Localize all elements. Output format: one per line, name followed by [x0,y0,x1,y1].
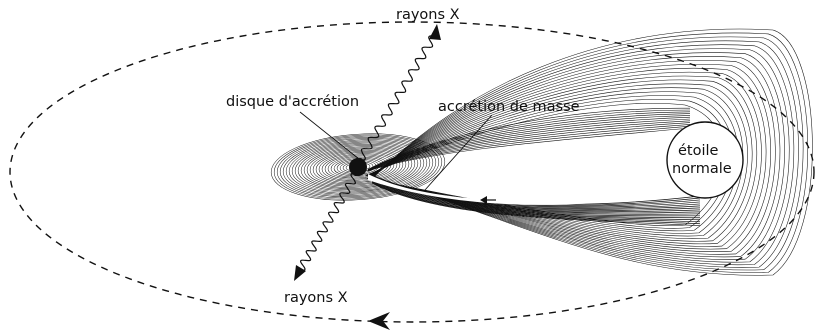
stream-line [367,107,691,170]
disk-leader-line [299,111,361,161]
label-star-line2: normale [672,161,732,177]
disk-ring [288,140,428,194]
stream-line [367,125,691,172]
disk-ring [279,137,437,197]
accretion-stream [367,107,701,227]
xray-arrow-top-icon [429,24,441,40]
lobe-contour-line [370,64,771,253]
stream-line [371,182,701,225]
label-accretion-disk: disque d'accrétion [226,94,359,110]
lobe-contour-line [369,71,762,247]
disk-ring [303,146,413,188]
lobe-contour-line [371,56,781,258]
disk-ring [306,147,410,187]
lobe-contour-line [373,40,799,268]
disk-ring [270,133,446,201]
stream-line [371,182,701,227]
lobe-contour-line [374,28,813,276]
orbit-ellipse [9,21,815,323]
lobe-contour-line [368,79,753,242]
disk-ring [273,134,443,200]
disk-ring [294,142,422,192]
disk-ring [297,144,419,190]
compact-object [349,158,367,176]
lobe-contour-line [372,48,790,263]
stream-line [367,120,691,171]
stream-line [367,127,691,172]
disk-ring [315,151,401,183]
label-star-line1: étoile [678,143,719,159]
stream-line [371,180,701,217]
xray-arrow-bottom-icon [294,265,306,281]
disk-ring [321,153,395,181]
orbit-arrow [368,312,390,330]
disk-ring [309,148,407,186]
stream-line [371,179,701,214]
disk-ring [300,145,416,189]
disk-ring [282,138,434,196]
lobe-contour-line [367,83,748,239]
stream-line [367,109,691,170]
stream-line [367,118,691,171]
mass-leader-line [424,114,493,191]
stream-line [367,113,691,171]
stream-line [367,116,691,171]
lobe-contour-line [372,44,795,266]
stream-line [367,115,691,171]
stream-line [367,124,691,171]
lobe-contour-line [368,75,758,245]
disk-ring [285,139,431,195]
normal-star [666,121,744,199]
xray-jet-top [359,35,435,161]
disk-ring [327,155,389,179]
disk-ring [324,154,392,180]
label-xray-bottom: rayons X [284,290,348,306]
lobe-contour-line [371,52,785,260]
roche-lobe-contours [364,28,813,276]
disk-ring [330,156,386,178]
disk-ring [312,149,404,185]
stream-gap [368,174,680,205]
xray-jet-bottom [299,173,357,271]
stream-direction-arrow [480,196,496,204]
lobe-contour-line [373,36,804,271]
stream-line [371,181,701,223]
stream-line [371,181,701,221]
label-xray-top: rayons X [396,7,460,23]
lobe-contour-line [369,67,767,250]
lobe-contour-line [374,32,809,273]
disk-ring [276,135,440,199]
label-mass-accretion: accrétion de masse [438,99,580,115]
disk-ring [291,141,425,193]
lobe-contour-line [370,60,776,255]
disk-ring [318,152,398,182]
